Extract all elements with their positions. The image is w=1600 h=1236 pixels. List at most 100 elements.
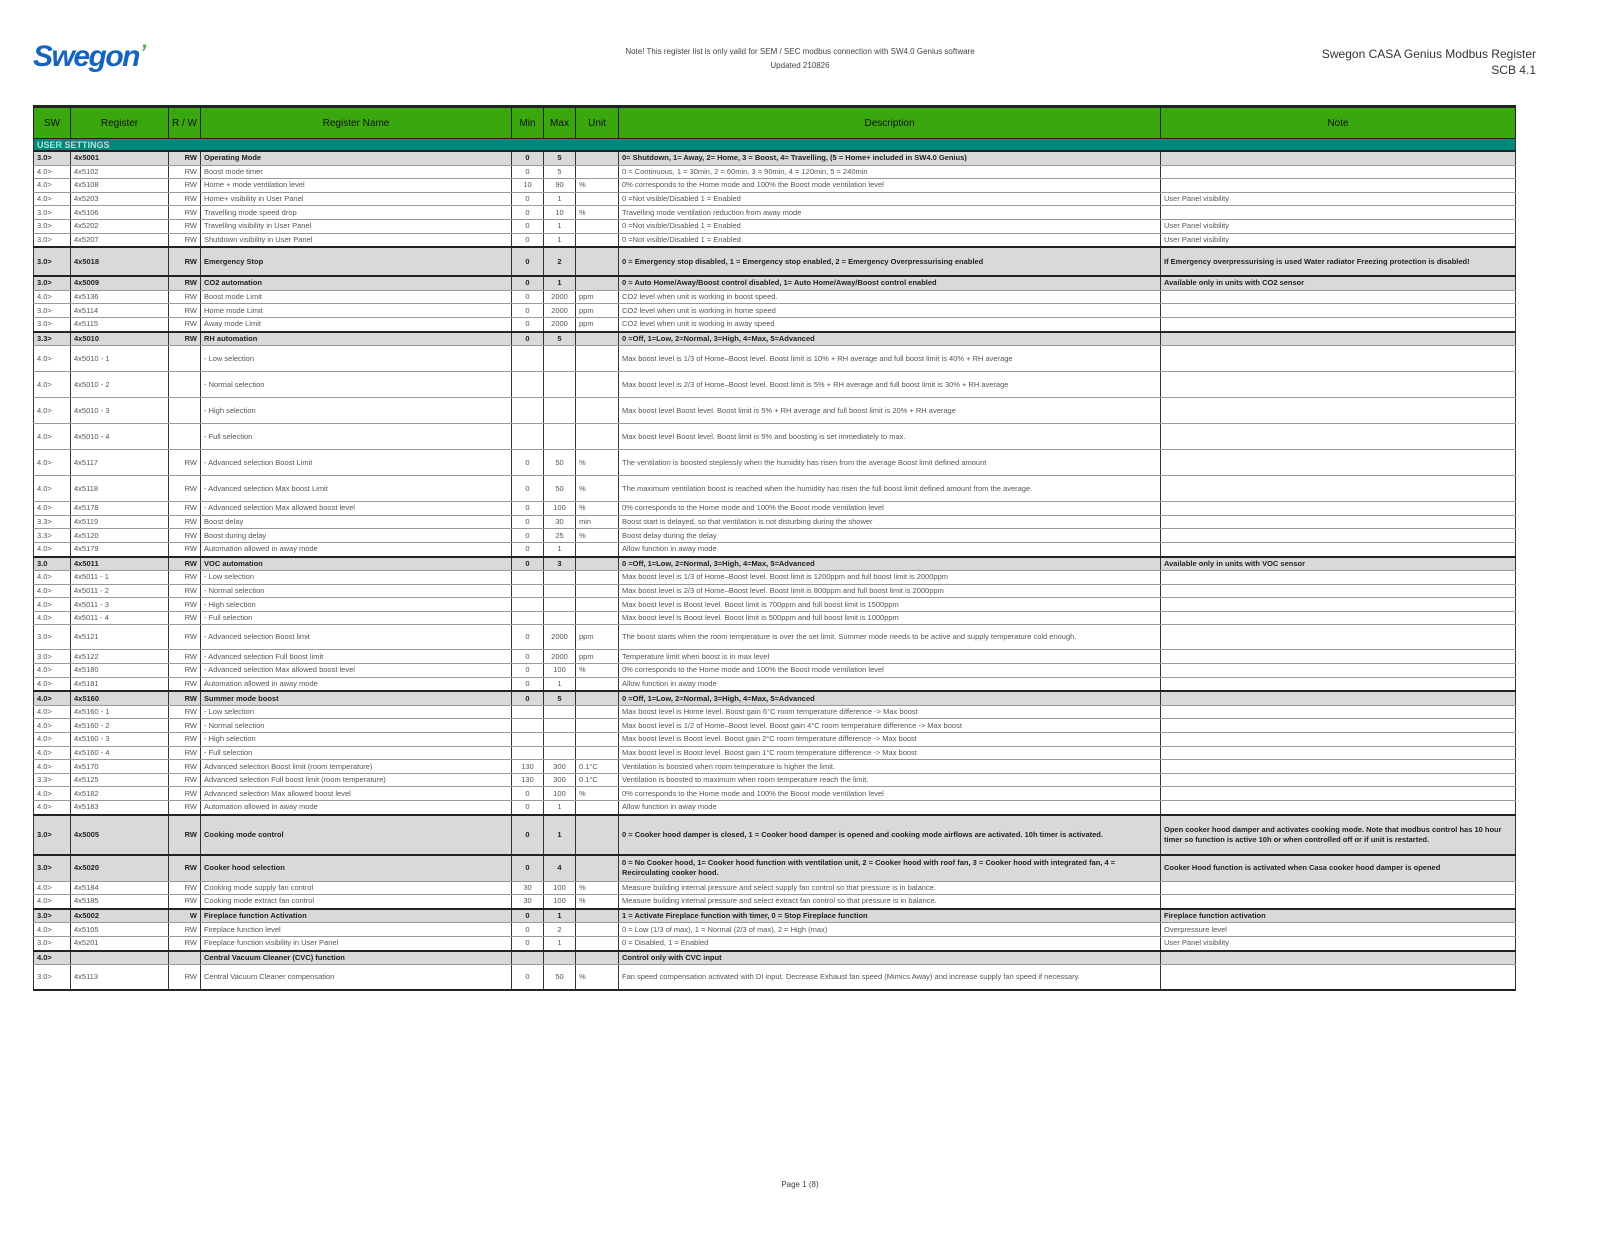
- cell-register: 4x5121: [70, 624, 169, 651]
- cell-register: [70, 949, 169, 966]
- cell-unit: 0.1°C: [575, 773, 619, 788]
- cell-description: CO2 level when unit is working in away s…: [618, 317, 1161, 333]
- cell-max: 2: [543, 922, 576, 937]
- cell-rw: RW: [168, 192, 201, 207]
- cell-note: [1160, 611, 1516, 626]
- cell-max: 2000: [543, 624, 576, 651]
- cell-note: Available only in units with CO2 sensor: [1160, 275, 1516, 291]
- cell-note: [1160, 690, 1516, 706]
- cell-sw: 4.0>: [33, 718, 71, 734]
- cell-note: [1160, 624, 1516, 651]
- cell-min: 10: [511, 178, 544, 193]
- cell-description: Allow function in away mode: [618, 677, 1161, 692]
- cell-max: 2000: [543, 649, 576, 665]
- cell-register: 4x5011 - 4: [70, 611, 169, 626]
- validity-note: Note! This register list is only valid f…: [500, 45, 1100, 73]
- cell-sw: 4.0>: [33, 677, 71, 692]
- cell-register: 4x5179: [70, 542, 169, 558]
- cell-register-name: Cooker hood selection: [200, 853, 512, 882]
- cell-register: 4x5115: [70, 317, 169, 333]
- cell-unit: %: [575, 501, 619, 516]
- cell-unit: [575, 570, 619, 585]
- cell-register: 4x5102: [70, 165, 169, 180]
- cell-min: [511, 423, 544, 451]
- cell-rw: RW: [168, 290, 201, 305]
- cell-register: 4x5011 - 2: [70, 584, 169, 599]
- cell-description: Max boost level is Boost level. Boost ga…: [618, 732, 1161, 747]
- cell-unit: ppm: [575, 290, 619, 305]
- cell-unit: [575, 555, 619, 572]
- cell-note: [1160, 423, 1516, 451]
- cell-register: 4x5160 - 3: [70, 732, 169, 747]
- cell-min: 0: [511, 475, 544, 503]
- cell-register-name: - Advanced selection Max allowed boost l…: [200, 663, 512, 678]
- cell-unit: %: [575, 663, 619, 678]
- cell-max: [543, 397, 576, 425]
- cell-register-name: Automation allowed in away mode: [200, 800, 512, 816]
- column-header-max: Max: [543, 105, 576, 139]
- cell-register-name: - Normal selection: [200, 718, 512, 734]
- cell-register: 4x5002: [70, 907, 169, 924]
- cell-rw: RW: [168, 330, 201, 347]
- cell-register: 4x5182: [70, 786, 169, 801]
- cell-description: Max boost level Boost level. Boost limit…: [618, 423, 1161, 451]
- cell-note: [1160, 528, 1516, 543]
- cell-sw: 3.0: [33, 555, 71, 572]
- cell-sw: 4.0>: [33, 449, 71, 477]
- column-header-sw: SW: [33, 105, 71, 139]
- cell-min: 0: [511, 275, 544, 291]
- cell-sw: 4.0>: [33, 759, 71, 774]
- column-header-note: Note: [1160, 105, 1516, 139]
- cell-description: Boost delay during the delay: [618, 528, 1161, 543]
- cell-note: [1160, 397, 1516, 425]
- cell-sw: 3.3>: [33, 773, 71, 788]
- cell-register: 4x5160: [70, 690, 169, 706]
- cell-note: [1160, 345, 1516, 373]
- cell-register: 4x5106: [70, 205, 169, 220]
- cell-note: [1160, 330, 1516, 347]
- cell-unit: %: [575, 475, 619, 503]
- cell-register-name: Boost mode Limit: [200, 290, 512, 305]
- cell-register-name: Boost during delay: [200, 528, 512, 543]
- cell-unit: [575, 800, 619, 816]
- cell-sw: 3.0>: [33, 233, 71, 248]
- cell-description: Ventilation is boosted when room tempera…: [618, 759, 1161, 774]
- cell-register: 4x5118: [70, 475, 169, 503]
- document-title: Swegon CASA Genius Modbus Register SCB 4…: [1322, 46, 1536, 78]
- cell-register: 4x5108: [70, 178, 169, 193]
- column-header-register: Register: [70, 105, 169, 139]
- cell-description: 0 = No Cooker hood, 1= Cooker hood funct…: [618, 853, 1161, 882]
- cell-description: 0 =Off, 1=Low, 2=Normal, 3=High, 4=Max, …: [618, 330, 1161, 347]
- cell-description: 0 = Emergency stop disabled, 1 = Emergen…: [618, 246, 1161, 277]
- cell-sw: 4.0>: [33, 690, 71, 706]
- cell-max: 1: [543, 192, 576, 207]
- cell-register-name: Automation allowed in away mode: [200, 542, 512, 558]
- cell-sw: 3.0>: [33, 219, 71, 234]
- cell-min: 0: [511, 317, 544, 333]
- page-number: Page 1 (8): [781, 1180, 819, 1189]
- cell-unit: %: [575, 449, 619, 477]
- cell-sw: 4.0>: [33, 663, 71, 678]
- cell-register-name: Cooking mode control: [200, 813, 512, 856]
- cell-unit: %: [575, 786, 619, 801]
- cell-note: [1160, 475, 1516, 503]
- cell-sw: 4.0>: [33, 423, 71, 451]
- cell-register-name: - Full selection: [200, 611, 512, 626]
- cell-max: 5: [543, 149, 576, 166]
- column-header-min: Min: [511, 105, 544, 139]
- cell-note: [1160, 178, 1516, 193]
- cell-register-name: Cooking mode supply fan control: [200, 881, 512, 896]
- cell-register-name: - High selection: [200, 732, 512, 747]
